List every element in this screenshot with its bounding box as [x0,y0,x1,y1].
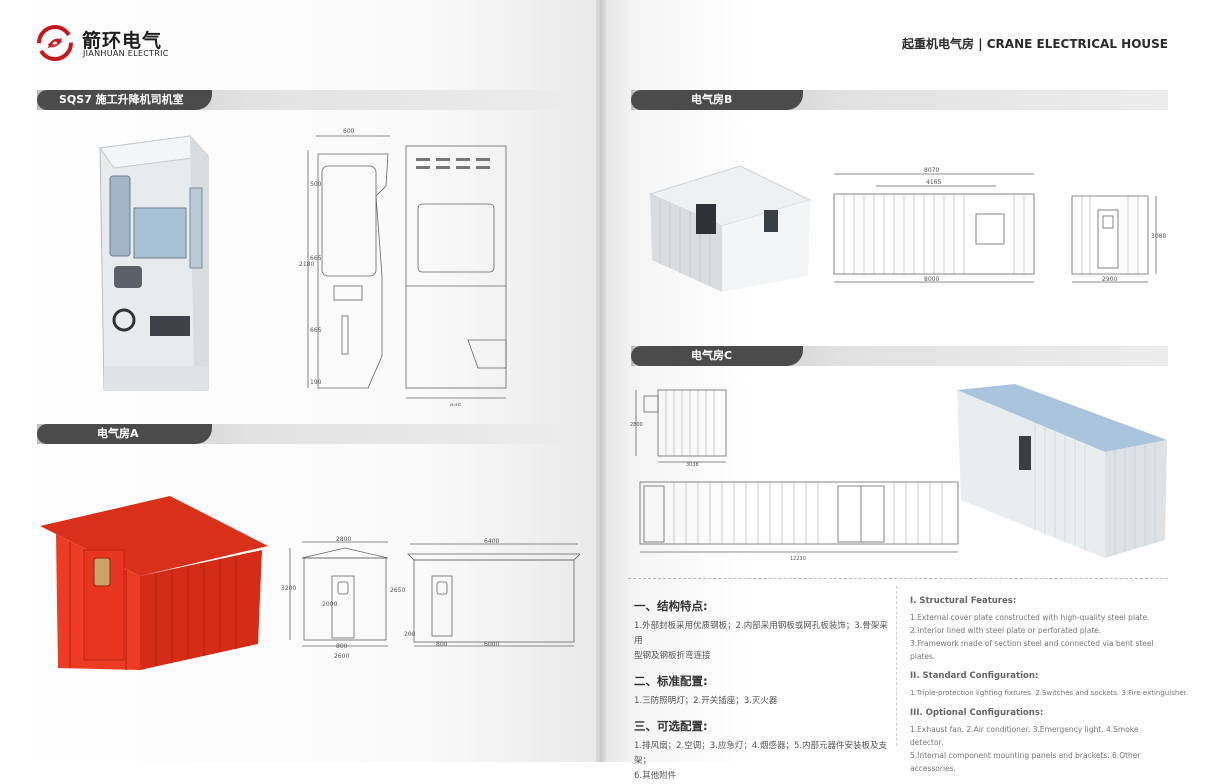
features-en: I. Structural Features: 1.External cover… [910,596,1189,775]
room-c-photo [957,384,1167,558]
room-a-dim-inner: 2650 [390,587,405,594]
feature-cn-title-2: 二、标准配置: [634,674,708,688]
room-c-dim-len: 12230 [790,556,806,562]
room-a-dim-door-w: 800 [336,643,348,650]
section-title-room-c: 电气房C [631,346,803,366]
brand-logo: 箭环电气 JIANHUAN ELECTRIC [36,24,206,64]
feature-cn-title-1: 一、结构特点: [634,599,708,613]
room-b-dim-inner: 4165 [926,179,941,186]
room-a-dim-door-w2: 800 [436,641,448,648]
section-title-room-b: 电气房B [631,90,803,110]
section-bar-room-b: 电气房B [631,90,1168,110]
brand-name-cn: 箭环电气 [82,30,163,52]
room-a-dim-height: 3200 [281,585,296,592]
sqs7-cabin-photo [99,135,210,391]
sqs7-dim-h3: 665 [310,327,322,334]
section-title-sqs7: SQS7 施工升降机司机室 [37,90,212,110]
room-a-photo [40,496,268,670]
section-title-room-a: 电气房A [37,424,212,444]
room-c-dim-width: 3038 [686,462,699,468]
room-b-dim-width: 2900 [1102,276,1117,283]
feature-cn-line-3a: 1.排风扇；2.空调；3.应急灯；4.烟感器；5.内部元器件安装板及支架； [634,741,888,766]
room-a-dim-base: 200 [404,631,416,638]
features-vertical-divider [896,586,897,746]
page-spine [596,0,606,762]
brand-logo-icon [37,25,73,61]
brand-name-en: JIANHUAN ELECTRIC [83,49,169,58]
feature-cn-line-3b: 6.其他附件 [634,771,677,781]
room-a-dim-len: 6400 [484,538,499,545]
page-header-title: 起重机电气房 | CRANE ELECTRICAL HOUSE [902,37,1168,51]
feature-en-title-3: III. Optional Configurations: [910,708,1044,718]
feature-en-line-2a: 1.Triple-protection lighting fixtures. 2… [910,689,1189,697]
room-b-photo [648,165,812,292]
room-b-drawing: 8070 4165 8000 3080 2900 [833,167,1166,283]
section-bar-room-a: 电气房A [37,424,575,444]
feature-en-title-1: I. Structural Features: [910,596,1017,606]
feature-en-line-1b: 2.Interior lined with steel plate or per… [910,626,1102,635]
sqs7-dim-width: 600 [343,128,355,135]
feature-en-title-2: II. Standard Configuration: [910,671,1039,681]
sqs7-dim-h2: 665 [310,255,322,262]
sqs7-dim-depth: 945 [450,403,462,406]
feature-cn-line-1b: 型钢及钢板折弯连接 [634,651,711,661]
room-b-dim-height: 3080 [1151,233,1166,240]
features-cn: 一、结构特点: 1.外部封板采用优质钢板；2.内部采用钢板或网孔板装饰；3.骨架… [634,598,892,784]
section-bar-room-c: 电气房C [631,346,1168,366]
room-c-drawing: 2800 3038 12230 [630,389,959,562]
room-a-dim-top: 2800 [336,536,351,543]
feature-en-line-3b: 5.Internal component mounting panels and… [910,751,1141,773]
feature-en-line-1a: 1.External cover plate constructed with … [910,613,1150,622]
room-a-dim-len-bottom: 6000 [484,641,499,648]
feature-en-line-1c: 3.Framework made of section steel and co… [910,639,1154,661]
features-divider [628,578,1168,579]
room-b-dim-top: 8070 [924,167,939,174]
feature-cn-line-2a: 1.三防照明灯；2.开关插座；3.灭火器 [634,696,778,706]
room-a-drawing: 2800 3200 2650 2000 800 2600 6400 200 80… [281,536,580,660]
feature-en-line-3a: 1.Exhaust fan. 2.Air conditioner. 3.Emer… [910,725,1139,747]
section-bar-sqs7: SQS7 施工升降机司机室 [37,90,575,110]
room-a-dim-bottom: 2600 [334,653,349,660]
room-c-dim-height: 2800 [630,422,643,428]
sqs7-dim-h1: 500 [310,181,322,188]
sqs7-dim-base: 190 [310,379,322,386]
right-page [600,0,1206,762]
room-b-dim-len: 8000 [924,276,939,283]
room-a-dim-door-h: 2000 [322,601,337,608]
sqs7-drawing: 600 500 665 2180 665 190 945 [299,128,507,406]
feature-cn-title-3: 三、可选配置: [634,719,708,733]
sqs7-dim-total: 2180 [299,261,314,268]
feature-cn-line-1a: 1.外部封板采用优质钢板；2.内部采用钢板或网孔板装饰；3.骨架采用 [634,621,888,646]
